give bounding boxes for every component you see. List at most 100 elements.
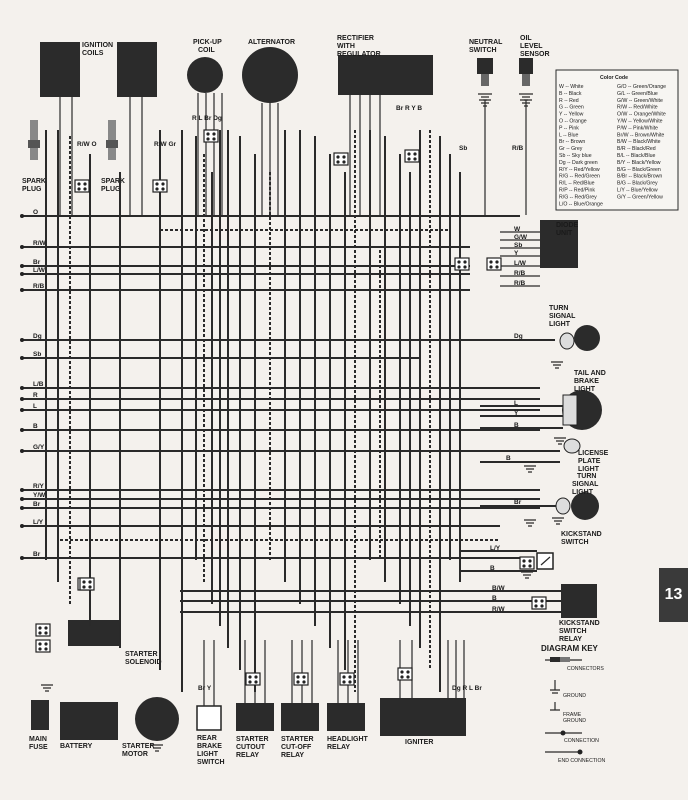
starter-solenoid — [68, 620, 120, 646]
rectifier-regulator — [338, 55, 433, 95]
wire-label: L/W — [33, 267, 46, 274]
wire-label: Sb — [514, 242, 522, 249]
connector — [404, 149, 420, 163]
spark-plug-2 — [106, 120, 118, 160]
wire-label: L — [514, 400, 518, 407]
connector — [203, 129, 219, 143]
wire-label: L/W — [514, 260, 527, 267]
ground-symbol — [41, 684, 53, 692]
ground-symbol — [479, 99, 491, 107]
turn-signal-light-1 — [559, 325, 600, 351]
connector — [79, 577, 95, 591]
ground-symbol — [520, 99, 532, 107]
connector — [333, 152, 349, 166]
color-code-entry: Br/W -- Brown/White — [617, 132, 664, 138]
color-code-entry: Sb -- Sky blue — [559, 153, 592, 159]
wire-label: R/W — [492, 606, 506, 613]
pickup-coil — [187, 57, 223, 93]
neutral-switch — [477, 58, 493, 101]
connector — [74, 179, 90, 193]
color-code-entry: G/W -- Green/White — [617, 98, 663, 104]
connector — [245, 672, 261, 686]
wire-label: Br Y — [198, 685, 212, 692]
svg-text:CONNECTION: CONNECTION — [564, 738, 599, 744]
page-number-tab: 13 — [659, 568, 688, 622]
color-code-entry: B/G -- Black/Grey — [617, 181, 658, 187]
ground-symbol — [524, 465, 536, 473]
svg-text:DIAGRAM KEY: DIAGRAM KEY — [541, 644, 599, 653]
color-code-entry: R/G -- Red/Green — [559, 174, 600, 180]
wire-label: O — [33, 209, 38, 216]
connector — [397, 667, 413, 681]
color-code-entry: B/Br -- Black/Brown — [617, 174, 662, 180]
wire-end — [20, 245, 24, 249]
wire-end — [20, 338, 24, 342]
color-code-entry: B/L -- Black/Blue — [617, 153, 656, 159]
color-code-entry: G/L -- Green/Blue — [617, 91, 658, 97]
wire-label: R — [33, 392, 38, 399]
wire-end — [20, 506, 24, 510]
headlight-relay — [327, 703, 365, 731]
color-code-entry: O/W -- Orange/White — [617, 112, 666, 118]
wire-end — [20, 397, 24, 401]
turn-signal-light-2 — [555, 492, 599, 520]
wire-label: Y — [514, 250, 519, 257]
wire-label: R/W O — [77, 141, 97, 148]
wire-harness — [20, 93, 563, 706]
oil-level-sensor — [519, 58, 533, 101]
connectors — [35, 99, 566, 752]
wire-label: B — [514, 422, 519, 429]
wire-end — [20, 356, 24, 360]
wire-label: R/Y — [33, 483, 45, 490]
main-fuse — [31, 700, 49, 730]
wire-label: Br — [33, 551, 41, 558]
color-code-entry: L/Y -- Blue/Yellow — [617, 188, 658, 194]
color-code-entry: L -- Blue — [559, 132, 579, 138]
svg-text:END CONNECTION: END CONNECTION — [558, 758, 606, 764]
wire-end — [20, 524, 24, 528]
wire-end — [20, 449, 24, 453]
wire-label: L/Y — [33, 519, 44, 526]
wire-label: G/W — [514, 234, 528, 241]
connector — [35, 623, 51, 637]
wire-labels: OR/WBrL/WR/BDgSbL/BRLBG/YR/YY/WBrL/YBrWG… — [33, 105, 528, 692]
starter-cutout-relay — [236, 703, 274, 731]
color-code-entry: Dg -- Dark green — [559, 160, 598, 166]
wire-label: B — [506, 455, 511, 462]
wire-label: Br R Y B — [396, 105, 422, 112]
color-code-entry: B/Y -- Black/Yellow — [617, 160, 661, 166]
wire-label: B — [33, 423, 38, 430]
spark-plug-1 — [28, 120, 40, 160]
wire-label: R/B — [512, 145, 524, 152]
color-code-entry: Y/W -- Yellow/White — [617, 119, 663, 125]
color-code-entry: G -- Green — [559, 105, 584, 111]
connector — [293, 672, 309, 686]
color-code-entry: B -- Black — [559, 91, 582, 97]
wire-label: G/Y — [33, 444, 45, 451]
color-code-box — [555, 69, 679, 211]
color-code-entry: B/W -- Black/White — [617, 139, 661, 145]
wire-label: L/Y — [490, 545, 501, 552]
ground-symbol — [551, 361, 563, 369]
ground-symbol — [521, 571, 533, 579]
ground-symbol — [151, 744, 163, 752]
color-code-entry: P/W -- Pink/White — [617, 125, 658, 131]
color-code-entry: Br -- Brown — [559, 139, 585, 145]
wire-label: W — [514, 226, 521, 233]
wire-label: Dg — [33, 333, 42, 340]
color-code-entry: L/O -- Blue/Orange — [559, 201, 603, 207]
